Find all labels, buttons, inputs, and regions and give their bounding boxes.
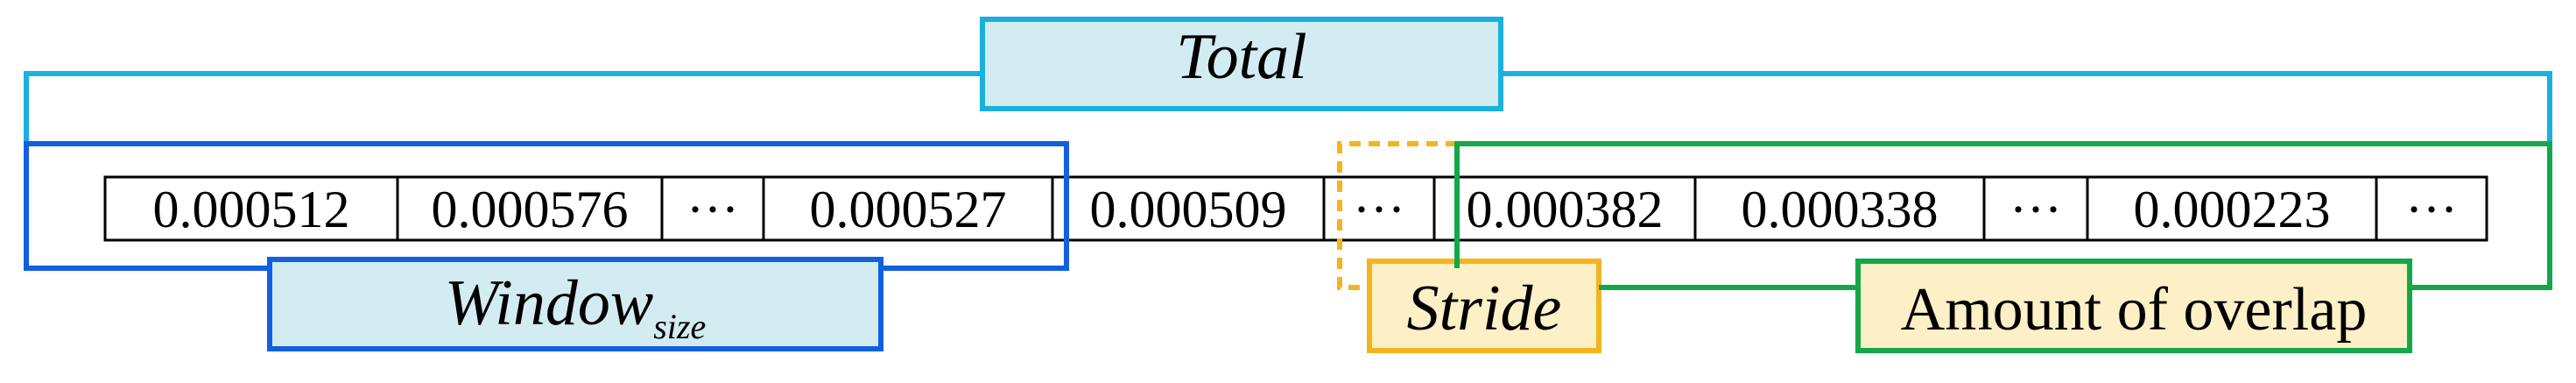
ellipsis-cell-text: ··· (1353, 181, 1405, 238)
sequence-cell (2086, 175, 2378, 242)
sequence-cell (1432, 175, 1697, 242)
sequence-cell (396, 175, 664, 242)
sequence-value: 0.000382 (1467, 181, 1664, 238)
stride-bracket: Stride (1337, 141, 1601, 353)
stride-label: Stride (1407, 273, 1562, 344)
total-label-box (980, 17, 1503, 111)
sequence-value: 0.000576 (432, 181, 629, 238)
sequence-value: 0.000338 (1742, 181, 1939, 238)
sequence-cell (103, 175, 399, 242)
ellipsis-cell-text: ··· (686, 181, 739, 238)
total-bracket: Total (24, 17, 2552, 142)
window-bracket: Windowsize (24, 141, 1069, 351)
total-label: Total (1176, 21, 1306, 93)
sequence-cell (660, 175, 765, 242)
sequence-value: 0.000509 (1090, 181, 1287, 238)
window-size-label-box (267, 257, 883, 351)
total-bracket-line (24, 71, 2552, 142)
window-label-subscript: size (653, 307, 706, 346)
sequence-value: 0.000527 (810, 181, 1007, 238)
sequence-cell (1693, 175, 1986, 242)
sequence-cell (1982, 175, 2089, 242)
amount-of-overlap-label: Amount of overlap (1901, 276, 2368, 344)
amount-of-overlap-label-box (1855, 259, 2412, 353)
overlap-bracket-line (1454, 141, 2552, 290)
ellipsis-cell-text: ··· (2009, 181, 2062, 238)
stride-bracket-line (1337, 141, 1457, 290)
window-label-main: Window (445, 267, 653, 339)
sequence-value: 0.000512 (153, 181, 350, 238)
window-size-label: Windowsize (445, 267, 706, 346)
sequence-cell (1051, 175, 1326, 242)
stride-label-box (1367, 259, 1601, 353)
sequence-value: 0.000223 (2134, 181, 2331, 238)
sequence-cell (2375, 175, 2488, 242)
ellipsis-cell-text: ··· (2405, 181, 2458, 238)
overlap-bracket: Amount of overlap (1454, 141, 2552, 353)
value-sequence: 0.000512 0.000576 ··· 0.000527 0.000509 ··· 0.… (103, 175, 2488, 242)
